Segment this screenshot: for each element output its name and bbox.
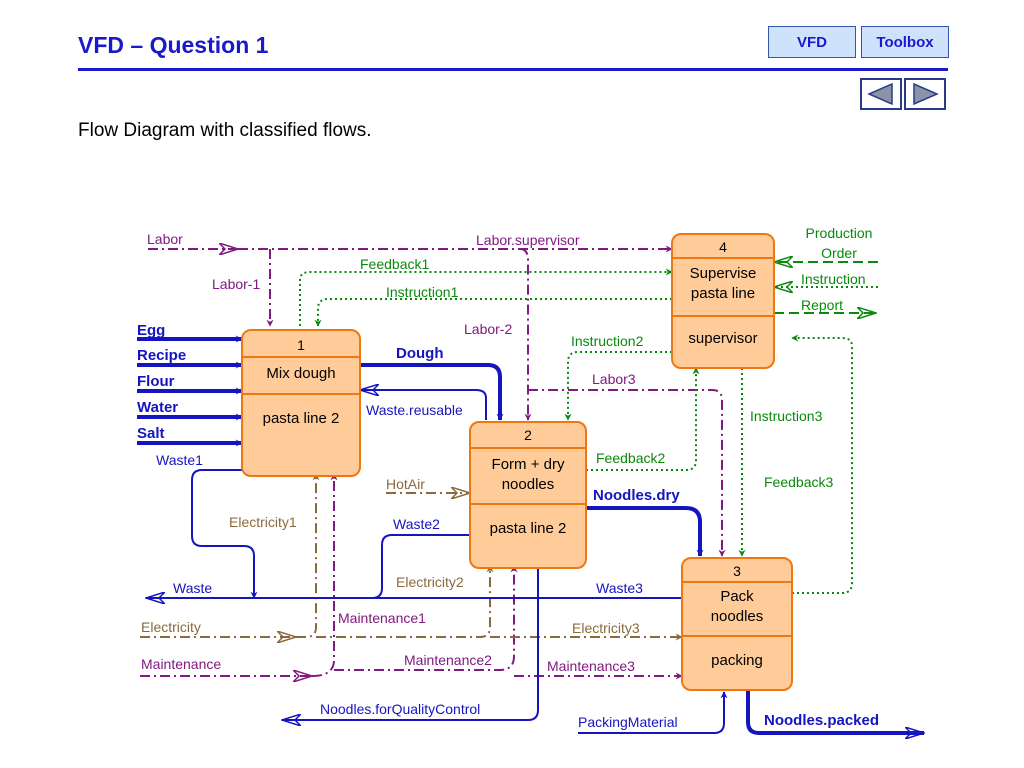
next-slide-button[interactable] <box>904 78 946 110</box>
water-label: Water <box>137 399 178 416</box>
electricity2-flow <box>316 565 494 638</box>
instruction-label: Instruction <box>801 271 866 287</box>
process-1-resource: pasta line 2 <box>263 410 340 427</box>
maintenance1-label: Maintenance1 <box>338 610 426 626</box>
waste-reusable-flow <box>360 390 487 420</box>
toolbox-button[interactable]: Toolbox <box>861 26 949 58</box>
maintenance3-label: Maintenance3 <box>547 658 635 674</box>
electricity-label: Electricity <box>141 619 201 635</box>
labor-2-flow <box>519 248 532 421</box>
process-3-name-line1: Pack <box>720 588 754 605</box>
process-1-number: 1 <box>297 337 305 353</box>
noodles-packed-flow <box>746 690 924 733</box>
report-label: Report <box>801 297 843 313</box>
process-4-name-line1: Supervise <box>690 265 757 282</box>
noodles-packed-label: Noodles.packed <box>764 712 879 729</box>
process-2-number: 2 <box>524 427 532 443</box>
process-3-name-line2: noodles <box>711 608 764 625</box>
process-2-box: 2 Form + dry noodles pasta line 2 <box>469 421 587 569</box>
process-2-name-line2: noodles <box>502 476 555 493</box>
labor-label: Labor <box>147 231 183 247</box>
feedback3-flow <box>791 334 853 594</box>
production-order-label-line1: Production <box>806 225 873 241</box>
process-4-resource: supervisor <box>688 330 757 347</box>
feedback2-label: Feedback2 <box>596 450 665 466</box>
title-rule <box>78 68 948 71</box>
process-3-resource: packing <box>711 652 763 669</box>
waste3-label: Waste3 <box>596 580 643 596</box>
process-4-name-line2: pasta line <box>691 285 755 302</box>
process-1-box: 1 Mix dough pasta line 2 <box>241 329 361 477</box>
electricity2-label: Electricity2 <box>396 574 464 590</box>
labor-2-label: Labor-2 <box>464 321 512 337</box>
instruction3-label: Instruction3 <box>750 408 823 424</box>
hot-air-label: HotAir <box>386 476 425 492</box>
vfd-button[interactable]: VFD <box>768 26 856 58</box>
feedback2-flow <box>586 367 700 471</box>
maintenance1-flow <box>311 473 338 677</box>
process-3-number: 3 <box>733 563 741 579</box>
electricity1-flow <box>296 473 320 638</box>
triangle-left-icon <box>867 82 893 106</box>
process-3-box: 3 Pack noodles packing <box>681 557 793 691</box>
waste-label: Waste <box>173 580 212 596</box>
waste-reusable-label: Waste.reusable <box>366 402 463 418</box>
instruction2-label: Instruction2 <box>571 333 644 349</box>
waste2-flow <box>371 534 470 599</box>
feedback1-flow <box>299 268 673 326</box>
triangle-right-icon <box>913 82 939 106</box>
electricity1-label: Electricity1 <box>229 514 297 530</box>
noodles-dry-flow <box>586 506 704 557</box>
slide-subtitle: Flow Diagram with classified flows. <box>78 120 372 141</box>
instruction2-flow <box>564 351 672 421</box>
feedback1-label: Feedback1 <box>360 256 429 272</box>
labor-1-label: Labor-1 <box>212 276 260 292</box>
labor-3-label: Labor3 <box>592 371 636 387</box>
flour-label: Flour <box>137 373 175 390</box>
page-title: VFD – Question 1 <box>78 32 269 58</box>
process-1-name: Mix dough <box>266 365 335 382</box>
process-4-box: 4 Supervise pasta line supervisor <box>671 233 775 369</box>
packing-material-label: PackingMaterial <box>578 714 678 730</box>
labor-3-flow <box>528 389 726 557</box>
production-order-label-line2: Order <box>821 245 857 261</box>
dough-flow <box>360 363 504 421</box>
recipe-label: Recipe <box>137 347 186 364</box>
feedback3-label: Feedback3 <box>764 474 833 490</box>
process-2-resource: pasta line 2 <box>490 520 567 537</box>
labor-supervisor-label: Labor.supervisor <box>476 232 580 248</box>
noodles-qc-flow <box>282 566 539 720</box>
salt-label: Salt <box>137 425 165 442</box>
instruction1-label: Instruction1 <box>386 284 459 300</box>
waste1-label: Waste1 <box>156 452 203 468</box>
waste1-flow <box>191 469 258 599</box>
process-2-name-line1: Form + dry <box>492 456 565 473</box>
noodles-qc-label: Noodles.forQualityControl <box>320 701 480 717</box>
maintenance2-label: Maintenance2 <box>404 652 492 668</box>
maintenance-label: Maintenance <box>141 656 221 672</box>
previous-slide-button[interactable] <box>860 78 902 110</box>
process-4-number: 4 <box>719 239 727 255</box>
noodles-dry-label: Noodles.dry <box>593 487 680 504</box>
packing-material-flow <box>578 691 728 734</box>
waste2-label: Waste2 <box>393 516 440 532</box>
dough-label: Dough <box>396 345 443 362</box>
egg-label: Egg <box>137 322 165 339</box>
instruction1-flow <box>314 298 672 327</box>
electricity3-label: Electricity3 <box>572 620 640 636</box>
maintenance2-flow <box>334 565 518 671</box>
